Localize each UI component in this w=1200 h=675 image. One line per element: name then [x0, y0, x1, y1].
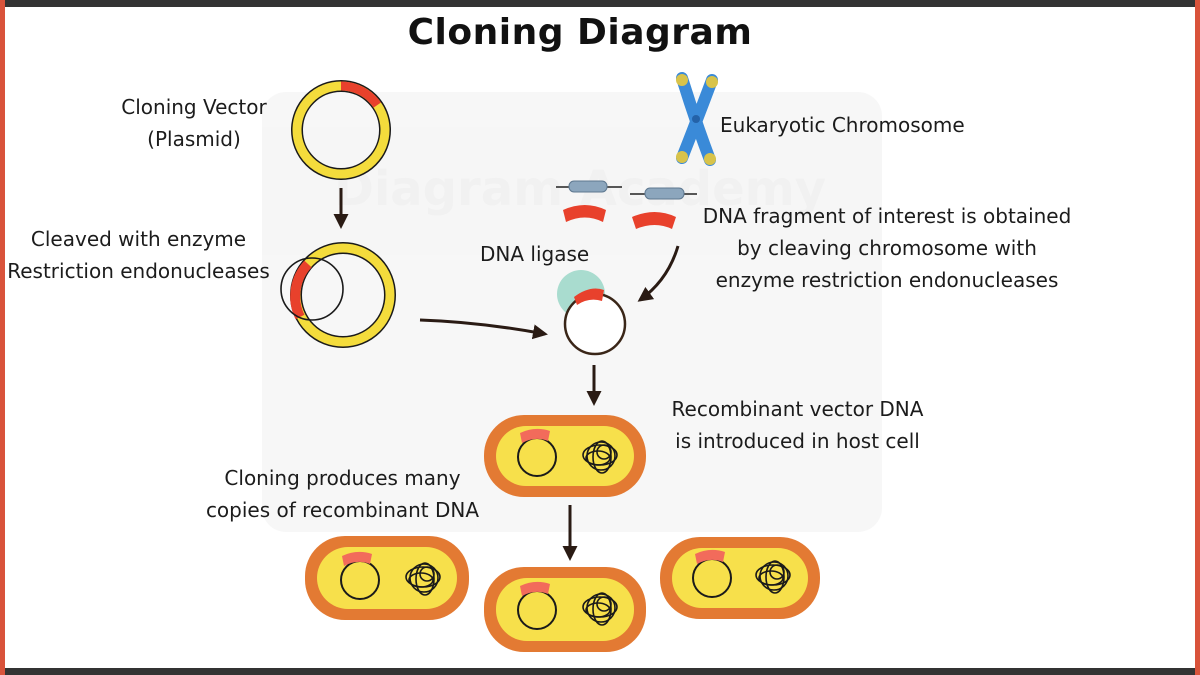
recombinant-plasmid	[557, 270, 627, 356]
bacterial-chromosome-icon	[405, 562, 441, 596]
chromosome-icon	[676, 72, 718, 166]
cleaved-label: Cleaved with enzyme Restriction endonucl…	[6, 223, 271, 287]
recombinant-line-1: Recombinant vector DNA	[671, 397, 924, 421]
copy-cell-left	[305, 536, 469, 620]
copies-label: Cloning produces many copies of recombin…	[190, 462, 495, 526]
page-title: Cloning Diagram	[407, 12, 753, 53]
cloning-vector-line-2: (Plasmid)	[147, 127, 241, 151]
bacterial-chromosome-icon	[582, 592, 618, 626]
copies-line-2: copies of recombinant DNA	[205, 498, 480, 522]
dna-fragment-left	[556, 180, 622, 222]
arrow-to-ligation	[419, 318, 548, 340]
bacterial-chromosome-icon	[755, 560, 791, 594]
cleaved-line-2: Restriction endonucleases	[7, 259, 270, 283]
enzyme-cut-circle	[280, 257, 344, 321]
fragment-label: DNA fragment of interest is obtained by …	[690, 200, 1084, 296]
fragment-line-3: enzyme restriction endonucleases	[715, 268, 1059, 292]
fragment-line-1: DNA fragment of interest is obtained	[702, 204, 1072, 228]
fragment-line-2: by cleaving chromosome with	[737, 236, 1037, 260]
copy-cell-right	[660, 537, 820, 619]
plasmid-vector	[291, 80, 391, 180]
cleaved-insert-site	[290, 260, 312, 320]
arrow-fragment-to-ligation	[637, 245, 680, 302]
cloning-vector-line-1: Cloning Vector	[121, 95, 267, 119]
eukaryotic-chromosome-label: Eukaryotic Chromosome	[720, 113, 965, 137]
dna-ligase-label: DNA ligase	[480, 242, 590, 266]
host-cell	[484, 415, 646, 497]
top-border	[0, 0, 1200, 7]
copy-cell-center	[484, 567, 646, 652]
recombinant-label: Recombinant vector DNA is introduced in …	[660, 393, 935, 457]
copies-line-1: Cloning produces many	[224, 466, 461, 490]
recombinant-line-2: is introduced in host cell	[675, 429, 920, 453]
cleaved-plasmid	[280, 242, 396, 348]
right-border	[1195, 0, 1200, 675]
dna-fragment-right	[630, 187, 697, 229]
cleaved-line-1: Cleaved with enzyme	[30, 227, 247, 251]
left-border	[0, 0, 5, 675]
bacterial-chromosome-icon	[582, 440, 618, 474]
cloning-vector-label: Cloning Vector (Plasmid)	[94, 91, 294, 155]
bottom-border	[0, 668, 1200, 675]
plasmid-insert-site	[340, 81, 382, 108]
